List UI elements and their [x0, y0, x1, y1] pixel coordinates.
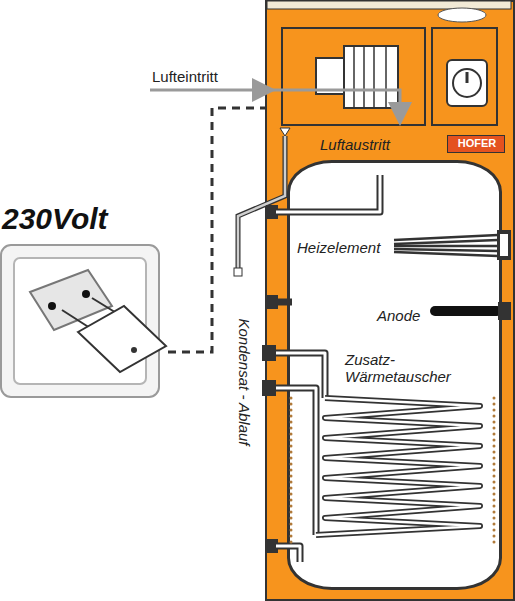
insulation-left — [290, 398, 293, 548]
heat-pump-housing: Luftaustritt HOFER HeizelementAnodeZusatz-… — [265, 0, 515, 601]
heating-element — [394, 235, 498, 256]
condensate-pipe-inner — [238, 136, 285, 272]
fan-compartment — [282, 28, 425, 125]
power-cable — [168, 108, 265, 352]
heat-exchanger-coil — [316, 398, 480, 535]
anode-rod — [430, 306, 502, 316]
pipe-connectors — [262, 205, 278, 553]
condensate-funnel — [280, 128, 290, 136]
thermostat-dial — [453, 69, 481, 97]
fan-motor — [316, 58, 344, 94]
anode-flange — [498, 302, 511, 320]
condensate-label: Kondensat - Ablauf — [236, 318, 253, 445]
voltage-heading: 230Volt — [2, 202, 108, 236]
air-inlet-label: Lufteintritt — [152, 68, 218, 85]
part-label: Heizelement — [297, 239, 380, 256]
control-compartment — [432, 28, 497, 125]
heating-element-flange — [497, 230, 511, 260]
fan-housing — [344, 46, 398, 108]
fan-louvres — [354, 46, 386, 108]
air-outlet-label: Luftaustritt — [320, 136, 390, 153]
top-opening — [438, 8, 486, 22]
condensate-pipe — [238, 136, 285, 272]
heat-exchanger-coil-inner — [316, 398, 480, 535]
insulation-right — [493, 398, 496, 548]
brand-name: HOFER — [448, 137, 506, 149]
water-tank: HeizelementAnodeZusatz-Wärmetauscher — [287, 160, 502, 590]
top-strip — [267, 1, 511, 9]
brand-logo: HOFER — [447, 135, 505, 153]
air-in-arrow — [150, 89, 270, 92]
control-panel — [447, 60, 487, 106]
condensate-outlet — [234, 268, 242, 276]
pipes — [276, 175, 380, 562]
power-socket: 230Volt — [0, 200, 168, 400]
part-label: Zusatz-Wärmetauscher — [345, 351, 470, 385]
heating-element-cap — [500, 234, 508, 256]
air-flow-arrow — [270, 90, 400, 120]
dial-pointer — [466, 72, 469, 83]
part-label: Anode — [377, 307, 420, 324]
